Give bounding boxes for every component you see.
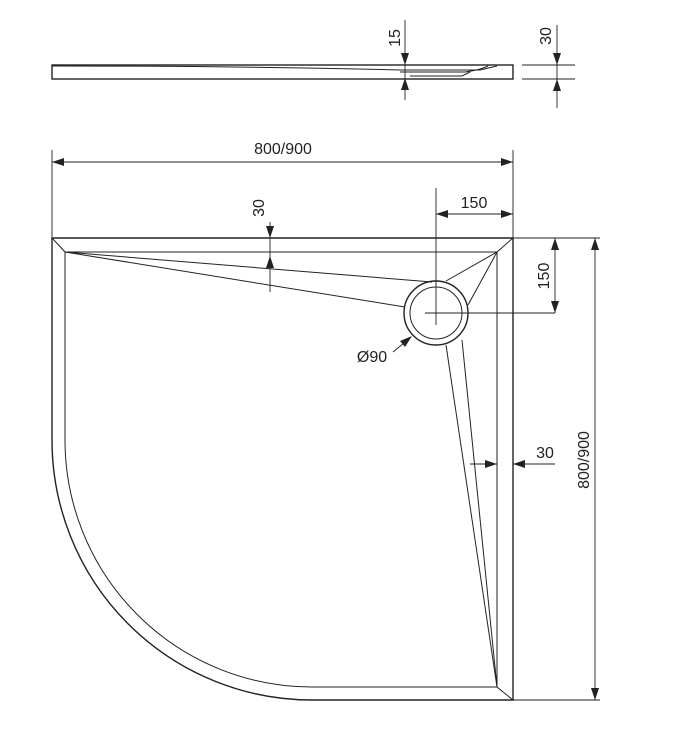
tray-inner-rim [64,251,498,688]
arrow-down-icon [401,53,409,65]
arrow-up-icon [553,79,561,91]
arrow-right-icon [485,460,497,468]
plan-view: 800/900 150 150 800/900 30 30 Ø90 [51,141,600,701]
height-label: 30 [538,27,555,45]
rim-top-label: 30 [251,199,268,217]
arrow-left-icon [436,210,448,218]
tray-outer-outline [51,237,514,701]
side-profile-outline [51,64,514,80]
arrow-up-icon [401,78,409,90]
arrow-down-icon [266,226,274,238]
side-profile-slope [51,65,498,71]
drain-offset-y-label: 150 [536,263,553,290]
depth-label: 800/900 [576,431,593,489]
width-label: 800/900 [254,141,312,158]
arrow-left-icon [513,460,525,468]
drain-diameter-label: Ø90 [357,349,387,366]
arrow-down-icon [553,53,561,65]
arrow-down-icon [551,301,559,313]
arrow-right-icon [501,158,513,166]
arrow-right-icon [501,210,513,218]
arrow-up-icon [591,238,599,250]
drain-depth-label: 15 [387,29,404,47]
arrow-left-icon [52,158,64,166]
arrow-down-icon [591,688,599,700]
arrow-icon [400,336,412,347]
arrow-up-icon [266,256,274,268]
side-view: 15 30 [51,20,575,108]
arrow-up-icon [551,238,559,250]
rim-side-label: 30 [536,445,554,462]
drain-offset-x-label: 150 [461,195,488,212]
